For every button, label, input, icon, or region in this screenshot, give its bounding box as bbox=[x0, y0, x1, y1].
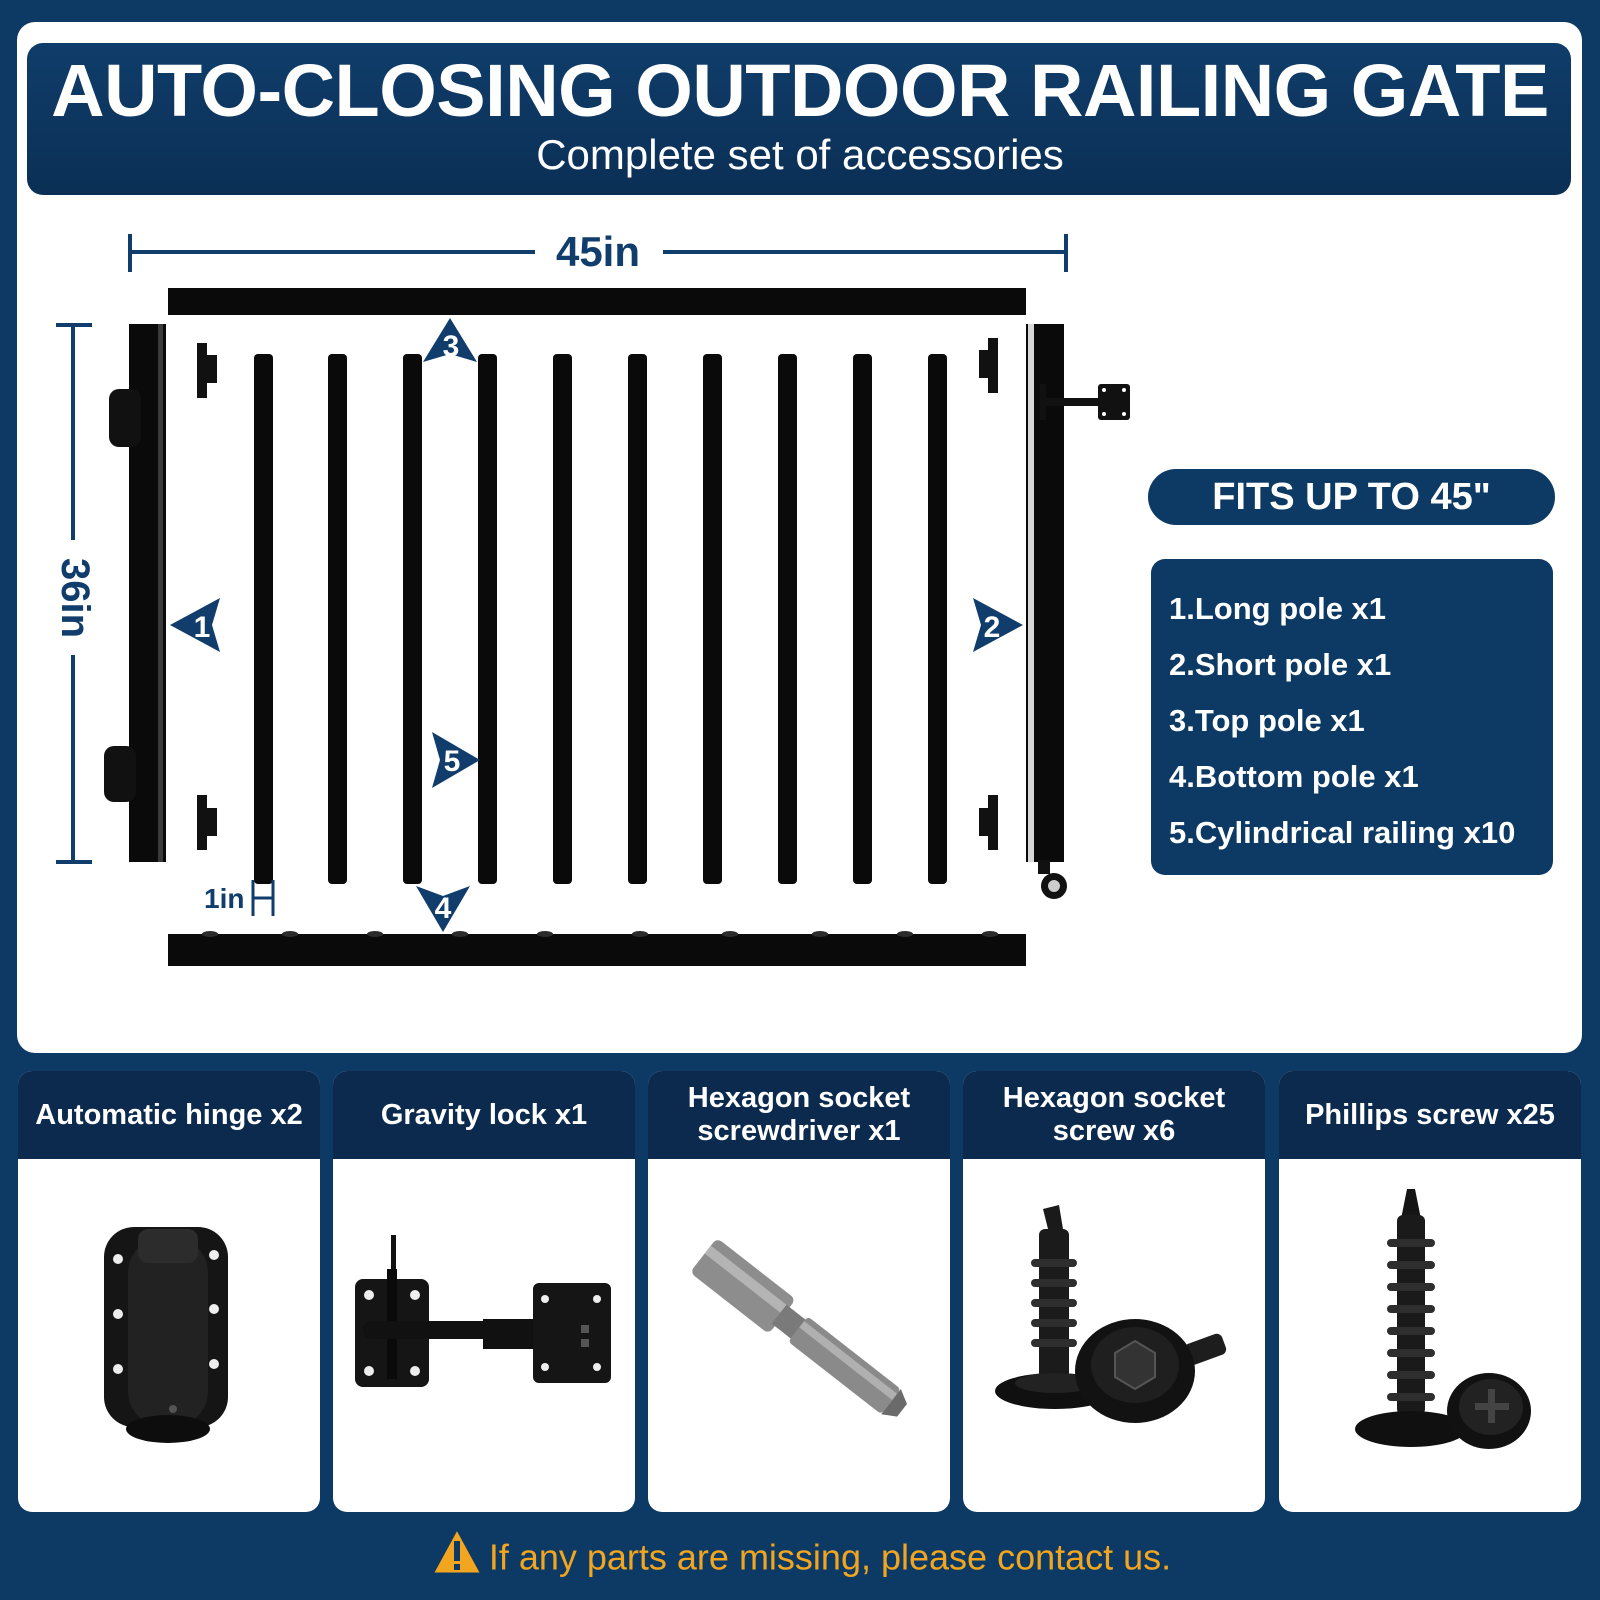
railing bbox=[403, 354, 422, 884]
hex-bit-icon bbox=[692, 1240, 907, 1417]
railing bbox=[853, 354, 872, 884]
gravity-lock-icon bbox=[355, 1235, 611, 1387]
width-label: 45in bbox=[556, 228, 640, 275]
missing-parts-notice: If any parts are missing, please contact… bbox=[0, 1524, 1600, 1585]
parts-list-item: 2.Short pole x1 bbox=[1169, 647, 1392, 682]
accessory-label: Phillips screw x25 bbox=[1279, 1071, 1581, 1159]
top-pole bbox=[168, 288, 1026, 315]
fits-badge: FITS UP TO 45" bbox=[1148, 469, 1555, 525]
svg-text:1: 1 bbox=[194, 611, 211, 644]
railing bbox=[778, 354, 797, 884]
gate-diagram: 45in 36in bbox=[53, 228, 1130, 966]
bracket-icon bbox=[197, 338, 998, 850]
callout-5: 5 bbox=[432, 732, 480, 788]
hinge-icon bbox=[104, 1227, 228, 1443]
height-label: 36in bbox=[53, 558, 97, 638]
railing bbox=[553, 354, 572, 884]
railing bbox=[254, 354, 273, 884]
accessory-label: Hexagon socket screwdriver x1 bbox=[648, 1071, 950, 1159]
callout-4: 4 bbox=[416, 886, 470, 932]
width-dimension: 45in bbox=[128, 228, 1068, 275]
bottom-pole bbox=[168, 931, 1026, 966]
railing bbox=[703, 354, 722, 884]
phillips-screw-icon bbox=[1355, 1189, 1531, 1449]
gravity-lock-icon bbox=[1040, 384, 1130, 420]
hex-screw-icon bbox=[995, 1205, 1227, 1423]
railing bbox=[478, 354, 497, 884]
accessory-card-phillips-screw: Phillips screw x25 bbox=[1279, 1071, 1581, 1512]
railing bbox=[628, 354, 647, 884]
accessory-label: Gravity lock x1 bbox=[333, 1071, 635, 1159]
accessory-card-gravity-lock: Gravity lock x1 bbox=[333, 1071, 635, 1512]
page-title: AUTO-CLOSING OUTDOOR RAILING GATE bbox=[51, 49, 1549, 132]
parts-list-item: 1.Long pole x1 bbox=[1169, 591, 1387, 626]
accessory-label: Automatic hinge x2 bbox=[18, 1071, 320, 1159]
railing bbox=[328, 354, 347, 884]
warning-icon bbox=[429, 1524, 485, 1595]
svg-text:5: 5 bbox=[444, 745, 461, 778]
svg-text:4: 4 bbox=[435, 892, 452, 925]
title-bar bbox=[27, 43, 1571, 195]
callout-3: 3 bbox=[423, 318, 477, 363]
accessory-card-hinge: Automatic hinge x2 bbox=[18, 1071, 320, 1512]
parts-list: 1.Long pole x1 2.Short pole x1 3.Top pol… bbox=[1151, 559, 1553, 875]
parts-list-item: 3.Top pole x1 bbox=[1169, 703, 1365, 738]
page-subtitle: Complete set of accessories bbox=[536, 131, 1064, 178]
height-dimension: 36in bbox=[53, 323, 97, 864]
spacing-label: 1in bbox=[204, 883, 244, 914]
parts-list-item: 4.Bottom pole x1 bbox=[1169, 759, 1419, 794]
railing bbox=[928, 354, 947, 884]
accessory-card-hex-bit: Hexagon socket screwdriver x1 bbox=[648, 1071, 950, 1512]
wheel-icon bbox=[1038, 860, 1067, 899]
notice-text: If any parts are missing, please contact… bbox=[488, 1536, 1172, 1578]
callout-2: 2 bbox=[973, 598, 1023, 652]
accessory-card-hex-screw: Hexagon socket screw x6 bbox=[963, 1071, 1265, 1512]
cylindrical-railings bbox=[254, 354, 947, 884]
parts-list-item: 5.Cylindrical railing x10 bbox=[1169, 815, 1516, 850]
svg-text:3: 3 bbox=[443, 330, 460, 363]
accessory-label: Hexagon socket screw x6 bbox=[963, 1071, 1265, 1159]
spacing-dimension: 1in bbox=[204, 880, 275, 916]
hinge-icon bbox=[104, 389, 141, 802]
callout-1: 1 bbox=[170, 598, 220, 652]
svg-text:2: 2 bbox=[984, 611, 1001, 644]
